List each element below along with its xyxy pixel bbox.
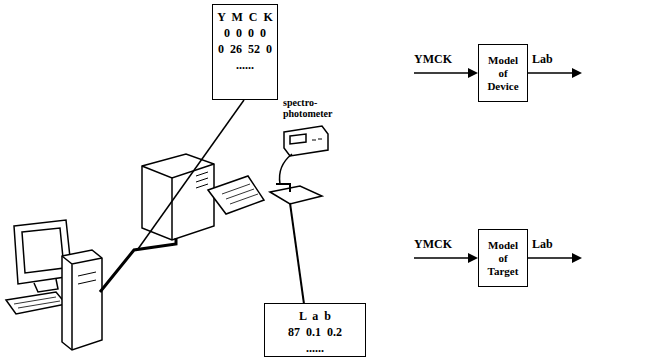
arrow-head xyxy=(468,68,478,78)
arrow-head xyxy=(468,253,478,263)
signal-label: Lab xyxy=(532,237,572,251)
signal-label: YMCK xyxy=(414,237,464,251)
leader-line xyxy=(138,100,244,249)
table-row: 87 0.1 0.2 xyxy=(288,324,342,340)
computer-tower xyxy=(62,250,102,350)
data-table: Y M C K0 0 0 00 26 52 0...... xyxy=(212,4,278,100)
table-header: L a b xyxy=(299,308,331,324)
table-row: ...... xyxy=(306,340,324,356)
buttons xyxy=(312,139,322,140)
measuring-stand xyxy=(270,186,322,204)
table-row: ...... xyxy=(236,57,254,73)
table-row: 0 26 52 0 xyxy=(218,41,272,57)
keyboard-keys xyxy=(14,297,60,308)
arrow-head xyxy=(572,68,582,78)
table-row: 0 0 0 0 xyxy=(224,25,266,41)
box-text: Model of Device xyxy=(483,54,523,93)
signal-label: Lab xyxy=(532,52,572,66)
tower-drive xyxy=(78,272,96,284)
table-header: Y M C K xyxy=(217,9,273,25)
model-box: Model of Target xyxy=(478,229,528,287)
data-table: L a b87 0.1 0.2...... xyxy=(264,303,366,357)
signal-label: YMCK xyxy=(414,52,464,66)
arrow-head xyxy=(572,253,582,263)
box-text: Model of Target xyxy=(483,239,523,278)
leader-line xyxy=(290,203,304,304)
monitor-screen xyxy=(22,228,64,273)
model-box: Model of Device xyxy=(478,44,528,102)
cable xyxy=(100,238,176,292)
device-label: spectro- photometer xyxy=(283,97,347,119)
display xyxy=(290,134,306,144)
printed-sheet xyxy=(208,176,264,214)
monitor-stand xyxy=(34,279,58,292)
spectrophotometer xyxy=(284,126,328,156)
sheet-patches xyxy=(222,184,258,204)
tower-edge xyxy=(62,256,102,350)
keyboard xyxy=(6,292,66,314)
probe-wire xyxy=(280,154,293,184)
printer-panel xyxy=(196,172,208,188)
probe xyxy=(276,184,290,192)
